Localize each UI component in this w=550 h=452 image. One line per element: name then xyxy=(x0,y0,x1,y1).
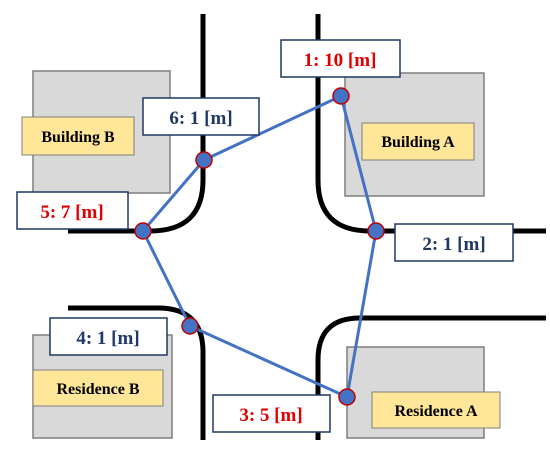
building-b-label: Building B xyxy=(41,129,115,146)
waypoint-3-node[interactable] xyxy=(338,388,356,406)
roads xyxy=(68,14,546,440)
waypoint-6-label-box: 6: 1 [m] xyxy=(142,97,260,136)
waypoint-5-label: 5: 7 [m] xyxy=(40,202,103,223)
waypoint-2-label-box: 2: 1 [m] xyxy=(394,223,514,262)
waypoint-2-node[interactable] xyxy=(367,222,385,240)
waypoint-1-label: 1: 10 [m] xyxy=(304,50,377,71)
road-top-left xyxy=(68,14,206,234)
waypoint-3-label-box: 3: 5 [m] xyxy=(212,394,331,433)
route-path xyxy=(141,94,378,399)
building-b-tag: Building B xyxy=(21,116,135,156)
road-bottom-right xyxy=(315,315,546,440)
residence-a-tag: Residence A xyxy=(371,391,501,429)
waypoint-4-node[interactable] xyxy=(181,317,199,335)
waypoint-4-label: 4: 1 [m] xyxy=(76,328,139,349)
waypoint-2-label: 2: 1 [m] xyxy=(422,234,485,255)
waypoint-5-node[interactable] xyxy=(134,222,152,240)
building-a-label: Building A xyxy=(381,134,455,151)
waypoint-1-label-box: 1: 10 [m] xyxy=(280,39,401,78)
waypoint-1-node[interactable] xyxy=(332,87,350,105)
building-a-tag: Building A xyxy=(361,122,475,161)
waypoint-5-label-box: 5: 7 [m] xyxy=(16,191,129,230)
residence-b-label: Residence B xyxy=(56,381,139,398)
waypoint-6-node[interactable] xyxy=(195,151,213,169)
road-top-right xyxy=(315,14,546,234)
waypoint-4-label-box: 4: 1 [m] xyxy=(49,317,168,356)
waypoint-3-label: 3: 5 [m] xyxy=(239,405,302,426)
waypoints xyxy=(134,87,385,406)
residence-b-tag: Residence B xyxy=(32,369,164,407)
residence-a-label: Residence A xyxy=(394,403,478,420)
waypoint-6-label: 6: 1 [m] xyxy=(169,108,232,129)
